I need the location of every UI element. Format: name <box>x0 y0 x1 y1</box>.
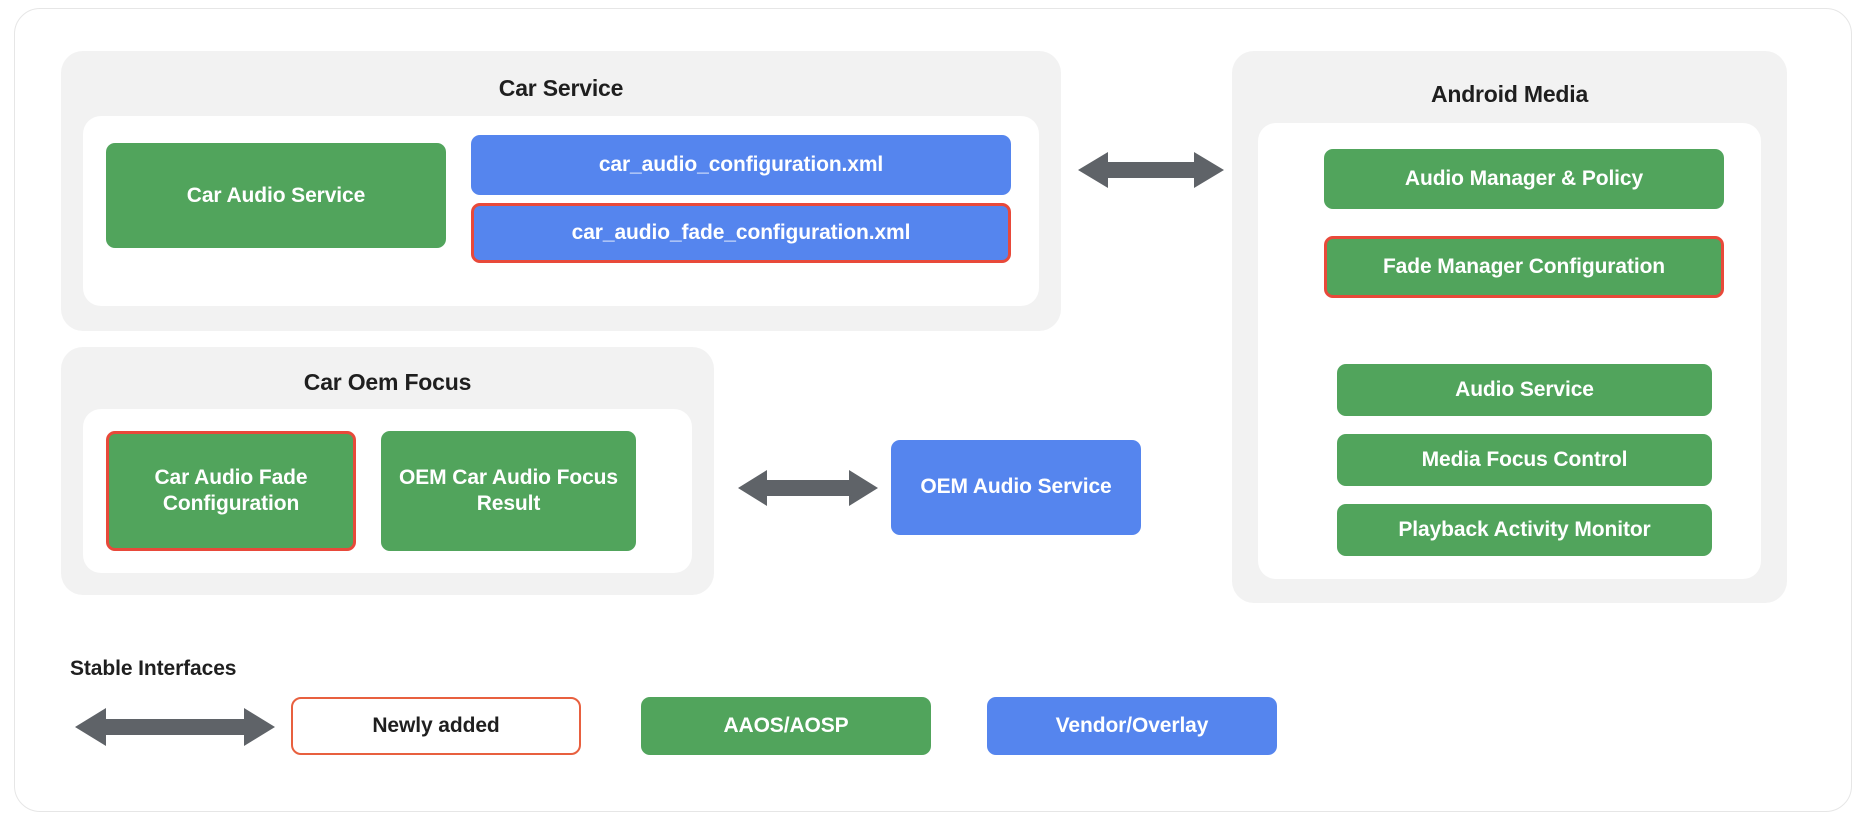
node-car-audio-service[interactable]: Car Audio Service <box>106 143 446 248</box>
diagram-card: Car Service Car Audio Service car_audio_… <box>14 8 1852 812</box>
node-oem-audio-service[interactable]: OEM Audio Service <box>891 440 1141 535</box>
group-car-service-title: Car Service <box>498 75 624 101</box>
group-car-oem-focus-title: Car Oem Focus <box>303 369 472 395</box>
legend-item-aaos-aosp[interactable]: AAOS/AOSP <box>641 697 931 755</box>
arrow-car-oem-focus-to-oem-audio-service <box>738 467 878 509</box>
node-oem-car-audio-focus-result[interactable]: OEM Car Audio Focus Result <box>381 431 636 551</box>
group-car-oem-focus: Car Oem Focus Car Audio Fade Configurati… <box>61 347 714 595</box>
legend-stable-interfaces-label: Stable Interfaces <box>70 657 237 680</box>
node-audio-manager-and-policy[interactable]: Audio Manager & Policy <box>1324 149 1724 209</box>
arrow-car-service-to-android-media <box>1078 149 1224 191</box>
group-android-media-title: Android Media <box>1430 81 1589 107</box>
group-car-service: Car Service Car Audio Service car_audio_… <box>61 51 1061 331</box>
node-media-focus-control[interactable]: Media Focus Control <box>1337 434 1712 486</box>
bidirectional-arrow-icon <box>738 470 878 506</box>
legend-stable-interface-arrow <box>75 706 275 748</box>
node-car-audio-fade-configuration-xml[interactable]: car_audio_fade_configuration.xml <box>471 203 1011 263</box>
group-android-media: Android Media Audio Manager & Policy Fad… <box>1232 51 1787 603</box>
node-car-audio-fade-configuration[interactable]: Car Audio Fade Configuration <box>106 431 356 551</box>
bidirectional-arrow-icon <box>1078 152 1224 188</box>
legend-item-vendor-overlay[interactable]: Vendor/Overlay <box>987 697 1277 755</box>
node-audio-service[interactable]: Audio Service <box>1337 364 1712 416</box>
bidirectional-arrow-icon <box>75 708 275 746</box>
node-car-audio-configuration-xml[interactable]: car_audio_configuration.xml <box>471 135 1011 195</box>
node-playback-activity-monitor[interactable]: Playback Activity Monitor <box>1337 504 1712 556</box>
node-fade-manager-configuration[interactable]: Fade Manager Configuration <box>1324 236 1724 298</box>
legend-item-newly-added[interactable]: Newly added <box>291 697 581 755</box>
